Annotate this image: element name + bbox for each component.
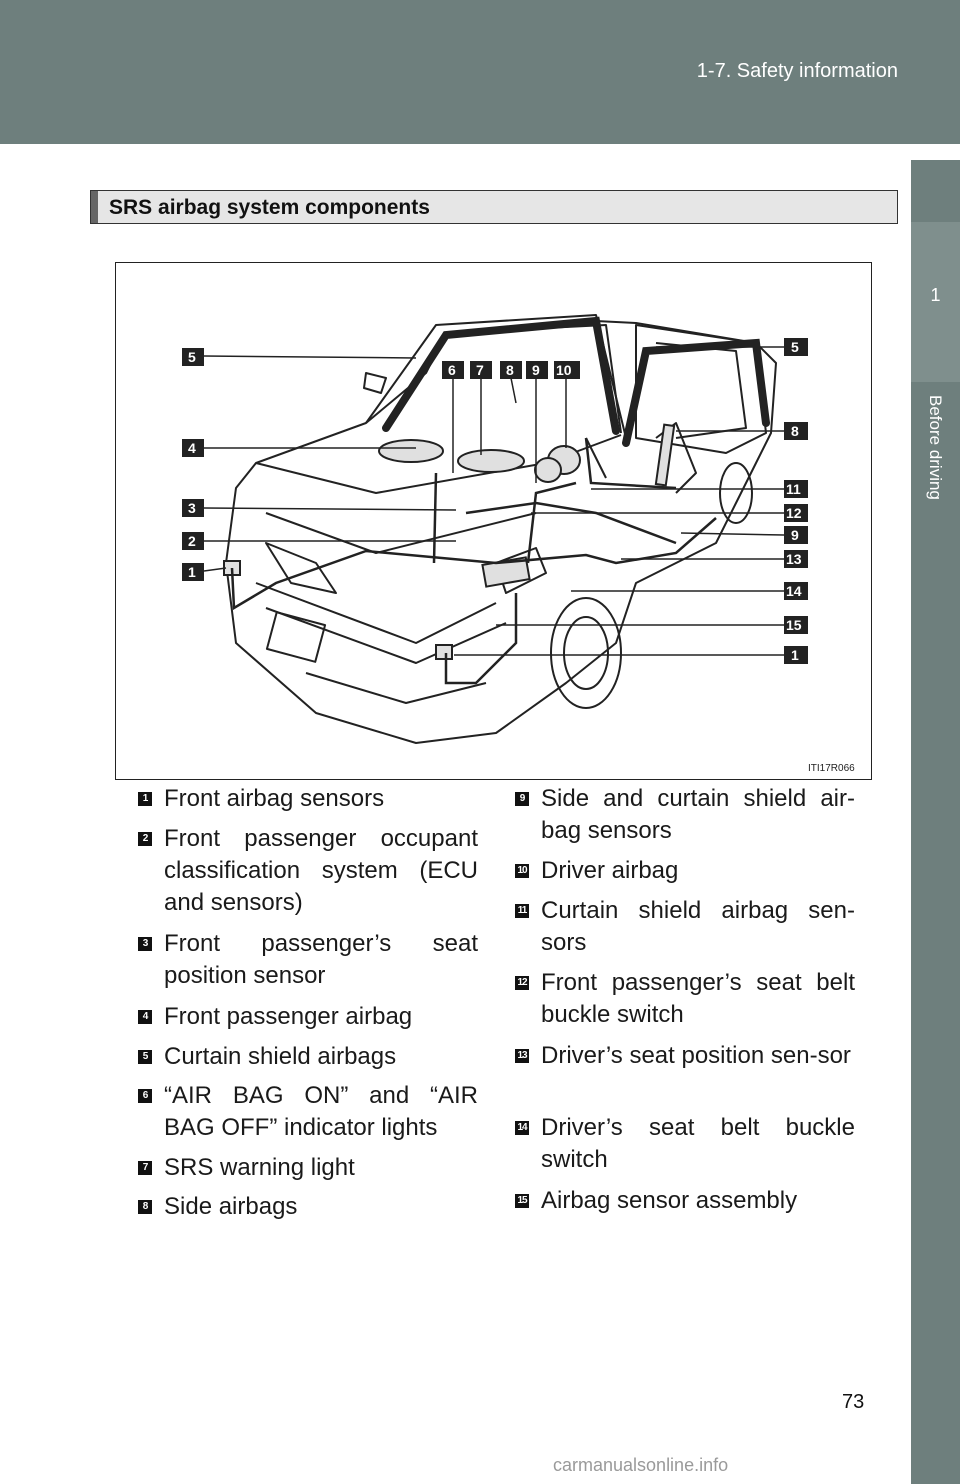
- footer-watermark: carmanualsonline.info: [553, 1455, 729, 1475]
- legend-number: 3: [138, 937, 152, 951]
- callout-right-1: 1: [791, 647, 799, 663]
- callout-right-14: 14: [786, 583, 802, 599]
- page-header: 1-7. Safety information: [0, 0, 960, 144]
- callout-left-4: 4: [188, 440, 196, 456]
- side-tab-number-box: [911, 222, 960, 382]
- callout-top-9: 9: [532, 362, 540, 378]
- legend-text: Driver airbag: [541, 857, 679, 884]
- legend-text: Curtain shield airbags: [164, 1043, 397, 1070]
- callout-top-6: 6: [448, 362, 456, 378]
- image-code: ITI17R066: [808, 763, 855, 774]
- legend-number: 13: [515, 1049, 529, 1063]
- legend-number: 15: [515, 1194, 529, 1208]
- legend-number: 6: [138, 1089, 152, 1103]
- legend-number: 10: [515, 864, 529, 878]
- legend-text: SRS warning light: [164, 1154, 355, 1181]
- section-title: SRS airbag system components: [109, 196, 430, 219]
- callout-left-3: 3: [188, 500, 196, 516]
- legend-number: 14: [515, 1121, 529, 1135]
- airbag-diagram: 5 4 3 2 1 6 7 8 9 10 5 8 11 1: [115, 262, 872, 780]
- legend-number: 7: [138, 1161, 152, 1175]
- legend-text: Driver’s seat position sen-sor: [541, 1042, 851, 1069]
- callout-right-15: 15: [786, 617, 802, 633]
- callout-right-11: 11: [786, 481, 801, 497]
- section-title-bar: [91, 191, 98, 223]
- legend-text: Front passenger airbag: [164, 1003, 413, 1030]
- legend-text: Side and curtain shield air-bag sensors: [541, 785, 855, 844]
- legend-number: 1: [138, 792, 152, 806]
- callout-left-1: 1: [188, 564, 196, 580]
- callout-right-13: 13: [786, 551, 802, 567]
- legend-text: Side airbags: [164, 1193, 298, 1220]
- callout-left-5: 5: [188, 349, 196, 365]
- legend-text: Driver’s seat belt buckle switch: [541, 1114, 855, 1173]
- legend-text: Front passenger’s seat position sensor: [164, 930, 478, 989]
- car-illustration: 5 4 3 2 1 6 7 8 9 10 5 8 11 1: [182, 314, 855, 774]
- legend-text: Front passenger’s seat belt buckle switc…: [541, 969, 855, 1028]
- legend-text: Front passenger occupant classification …: [164, 825, 478, 916]
- side-tab-label: Before driving: [926, 395, 945, 500]
- callout-right-5: 5: [791, 339, 799, 355]
- legend-number: 12: [515, 976, 529, 990]
- callout-left-2: 2: [188, 533, 196, 549]
- callout-right-9: 9: [791, 527, 799, 543]
- legend-number: 4: [138, 1010, 152, 1024]
- legend-number: 2: [138, 832, 152, 846]
- legend-text: Curtain shield airbag sen-sors: [541, 897, 855, 956]
- legend-number: 5: [138, 1050, 152, 1064]
- legend-text: Front airbag sensors: [164, 785, 385, 812]
- callout-top-8: 8: [506, 362, 514, 378]
- legend-number: 9: [515, 792, 529, 806]
- section-title-box: SRS airbag system components: [90, 190, 898, 224]
- legend-number: 11: [515, 904, 529, 918]
- side-tab-number: 1: [930, 285, 941, 305]
- legend-text: “AIR BAG ON” and “AIR BAG OFF” indicator…: [164, 1082, 478, 1141]
- passenger-airbag-shape: [378, 439, 444, 463]
- legend-number: 8: [138, 1200, 152, 1214]
- callout-top-7: 7: [476, 362, 484, 378]
- callouts: 5 4 3 2 1 6 7 8 9 10 5 8 11 1: [182, 338, 808, 664]
- legend-text: Airbag sensor assembly: [541, 1187, 798, 1214]
- callout-right-8: 8: [791, 423, 799, 439]
- callout-right-12: 12: [786, 505, 802, 521]
- chapter-title: 1-7. Safety information: [696, 60, 898, 82]
- callout-box: [182, 348, 204, 366]
- page-number: 73: [842, 1391, 865, 1413]
- callout-top-10: 10: [556, 362, 572, 378]
